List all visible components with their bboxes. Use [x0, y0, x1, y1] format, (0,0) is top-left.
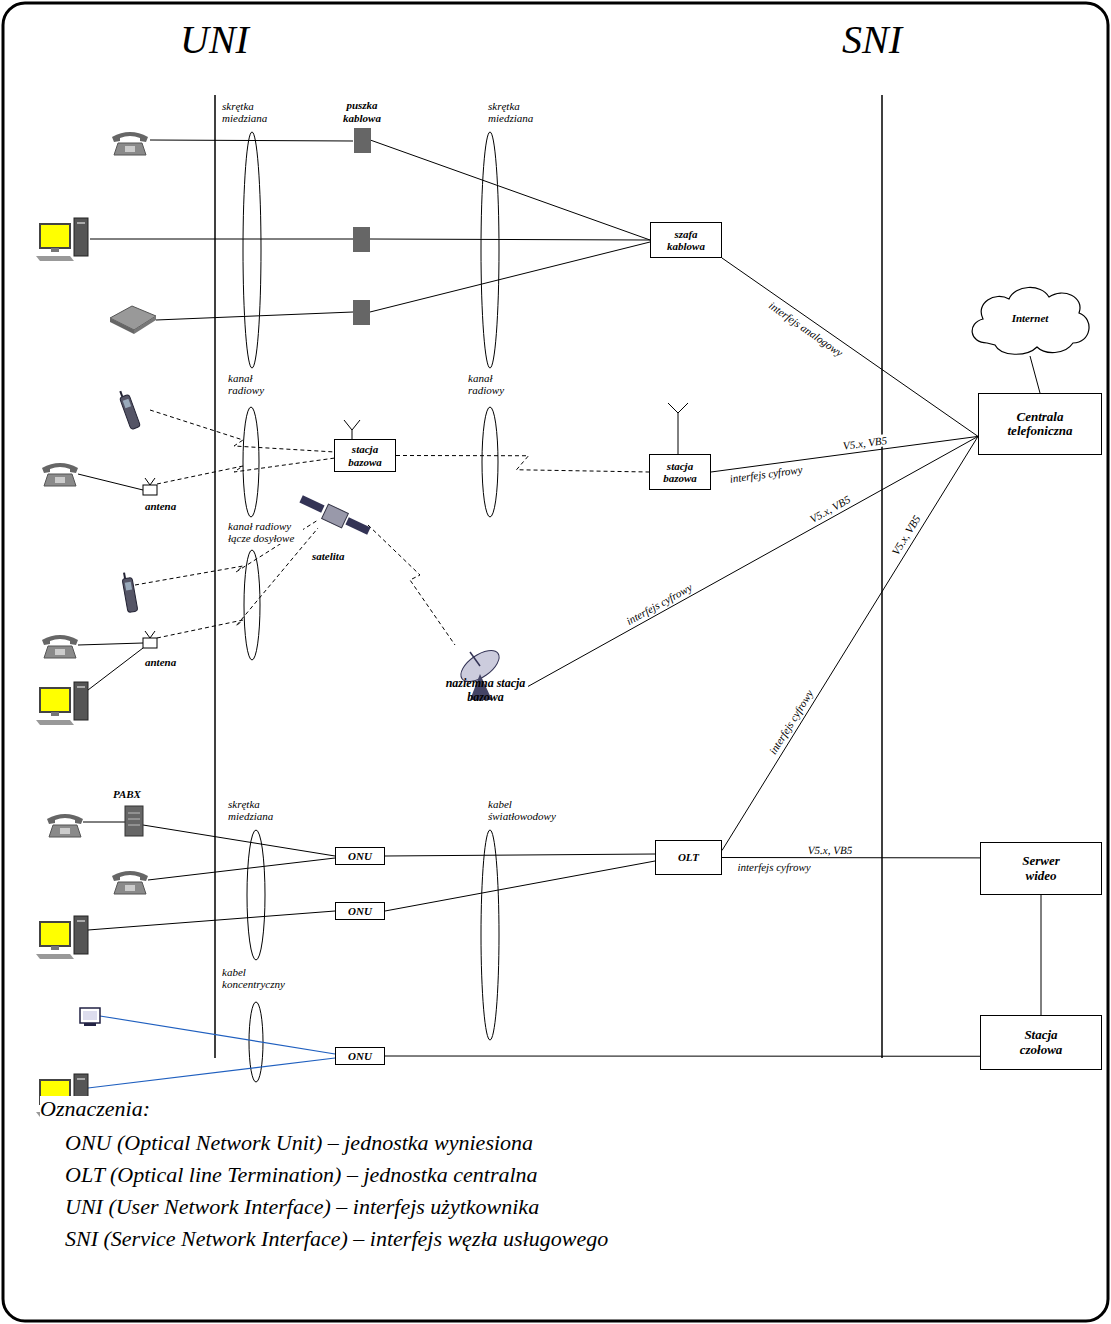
copper-wires — [78, 140, 650, 930]
connector — [385, 854, 655, 856]
telephone — [112, 132, 148, 155]
device-label: antena — [145, 656, 176, 668]
medium-label: kabel koncentryczny — [222, 966, 292, 990]
medium-label: kanał radiowy — [228, 372, 273, 396]
device-label: satelita — [312, 550, 344, 562]
protocol-label: V5.x, VB5 — [840, 434, 889, 452]
cable-box — [354, 128, 371, 153]
legend-heading: Oznaczenia: — [40, 1096, 150, 1122]
onu-box: ONU — [335, 1047, 385, 1065]
medium-label: kabel światłowodowy — [488, 798, 558, 822]
mobile-phone — [117, 389, 140, 430]
onu-box: ONU — [335, 847, 385, 865]
node-text: Centrala telefoniczna — [995, 410, 1085, 439]
telephone — [42, 635, 78, 658]
connector — [722, 857, 980, 858]
connector — [528, 436, 978, 686]
radio-links — [135, 410, 455, 645]
protocol-label: V5.x, VB5 — [806, 844, 854, 856]
node-text: naziemna stacja bazowa — [443, 677, 528, 703]
medium-label: kanał radiowy — [468, 372, 513, 396]
satellite — [299, 495, 370, 534]
connector — [396, 456, 649, 473]
legend-line: SNI (Service Network Interface) – interf… — [65, 1226, 608, 1252]
antenna — [143, 478, 157, 495]
connector — [722, 258, 978, 436]
medium-label: skrętka miedziana — [222, 100, 282, 124]
legend-line: UNI (User Network Interface) – interfejs… — [65, 1194, 539, 1220]
modem — [110, 306, 156, 334]
base-station-box: stacja bazowa — [334, 439, 396, 472]
node-text: Internet — [1012, 312, 1049, 324]
pabx — [125, 806, 143, 836]
coax-wires — [88, 1016, 335, 1088]
cable-cabinet: szafa kablowa — [650, 222, 722, 258]
interface-title: SNI — [842, 20, 902, 60]
computer — [36, 682, 88, 725]
video-server-box: Serwer wideo — [980, 842, 1102, 895]
ground-station: naziemna stacja bazowa — [443, 677, 528, 704]
frame — [3, 3, 1108, 1321]
connector — [722, 436, 978, 850]
node-text: Stacja czołowa — [1011, 1028, 1071, 1057]
telephone — [112, 871, 148, 894]
telephone — [47, 814, 83, 837]
node-text: szafa kablowa — [661, 228, 711, 252]
node-text: puszka kablowa — [337, 99, 387, 123]
node-text: ONU — [348, 850, 372, 862]
connector — [1030, 356, 1040, 393]
node-text: ONU — [348, 905, 372, 917]
node-text: ONU — [348, 1050, 372, 1062]
device-label: PABX — [113, 788, 141, 800]
connector — [1041, 895, 1042, 1015]
medium-label: skrętka miedziana — [228, 798, 288, 822]
interface-label: interfejs cyfrowy — [766, 686, 817, 758]
interface-label: interfejs analogowy — [765, 298, 847, 360]
computer — [36, 218, 88, 261]
medium-label: skrętka miedziana — [488, 100, 548, 124]
television — [80, 1008, 100, 1026]
computer — [36, 916, 88, 959]
node-text: OLT — [678, 851, 699, 863]
interface-label: interfejs cyfrowy — [622, 580, 695, 628]
protocol-label: V5.x, VB5 — [806, 492, 854, 526]
internet-cloud: Internet — [965, 281, 1095, 356]
legend-line: OLT (Optical line Termination) – jednost… — [65, 1162, 538, 1188]
base-station-box: stacja bazowa — [649, 454, 711, 490]
antenna — [143, 631, 157, 648]
interface-label: interfejs cyfrowy — [735, 860, 812, 872]
onu-box: ONU — [335, 902, 385, 920]
node-text: Serwer wideo — [1011, 854, 1071, 883]
cable-box: puszka kablowa — [337, 99, 387, 153]
protocol-label: V5.x, VB5 — [889, 511, 925, 558]
connector — [385, 861, 655, 911]
medium-label: kanał radiowy łącze dosyłowe — [228, 520, 303, 544]
device-label: antena — [145, 500, 176, 512]
cable-bundle-ellipses — [243, 132, 499, 1082]
legend-line: ONU (Optical Network Unit) – jednostka w… — [65, 1130, 533, 1156]
telephone — [42, 463, 78, 486]
sni-boundary — [881, 95, 883, 1058]
olt-box: OLT — [655, 840, 722, 875]
cable-box — [353, 227, 370, 325]
node-text: stacja bazowa — [340, 443, 390, 467]
mobile-phone — [121, 571, 138, 612]
interface-title: UNI — [180, 20, 249, 60]
headend-box: Stacja czołowa — [980, 1015, 1102, 1070]
exchange-box: Centrala telefoniczna — [978, 393, 1102, 455]
connector — [385, 1056, 980, 1057]
node-text: stacja bazowa — [655, 460, 705, 484]
interface-label: interfejs cyfrowy — [727, 463, 805, 485]
connector — [371, 140, 651, 240]
